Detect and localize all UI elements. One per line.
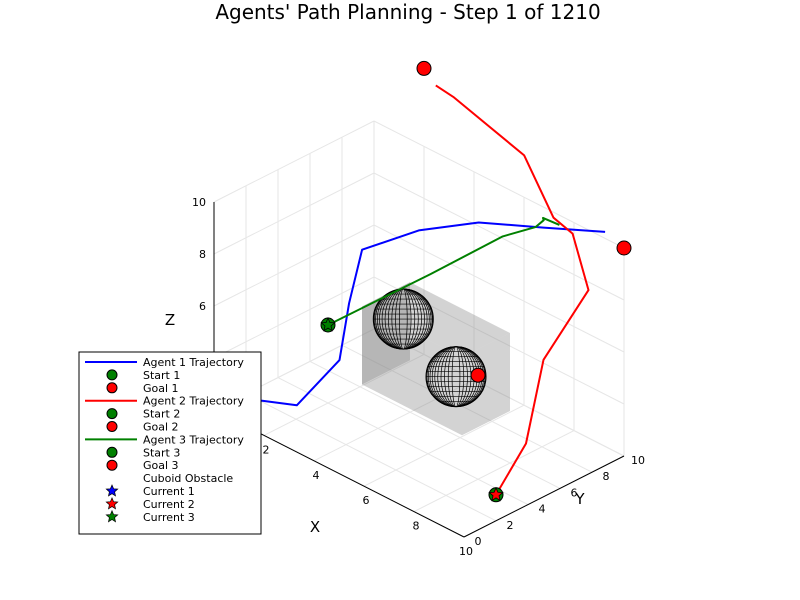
agent-2-trajectory <box>435 84 590 496</box>
legend-entry-label: Start 3 <box>143 446 180 459</box>
grid-line <box>373 276 625 405</box>
x-tick-label: 8 <box>413 520 420 533</box>
sphere-obstacle <box>372 288 434 350</box>
y-tick-label: 8 <box>603 470 610 483</box>
grid-line <box>373 328 625 457</box>
axes: 246810024681046810 <box>192 196 645 558</box>
z-tick-label: 10 <box>192 196 206 209</box>
grid-line <box>277 377 529 506</box>
legend-entry-label: Current 2 <box>143 498 195 511</box>
legend-circle-swatch <box>106 421 118 432</box>
agent-1-trajectory <box>213 221 606 407</box>
legend-circle-swatch <box>106 382 118 394</box>
legend-star-swatch <box>105 509 119 523</box>
legend-entry-label: Goal 1 <box>143 382 179 395</box>
legend-circle-swatch <box>106 459 118 471</box>
chart-title: Agents' Path Planning - Step 1 of 1210 <box>215 0 600 24</box>
z-tick-label: 6 <box>199 300 206 313</box>
goal-2-marker <box>416 60 432 76</box>
y-tick-label: 0 <box>475 535 482 548</box>
goal-1-marker <box>616 240 632 256</box>
agent-3-trajectory <box>327 216 560 326</box>
cuboid-face <box>462 333 510 436</box>
grid-line <box>213 120 375 203</box>
legend-star-swatch <box>105 484 119 497</box>
cuboid-face <box>362 282 510 358</box>
trajectories <box>213 84 606 496</box>
legend-entry-label: Agent 1 Trajectory <box>143 356 244 369</box>
current-2-marker <box>488 486 504 502</box>
sphere-outline <box>425 346 487 408</box>
sphere-outline <box>372 288 434 350</box>
legend-circle-swatch <box>106 408 118 420</box>
current-3-marker <box>320 316 336 332</box>
x-tick-label: 4 <box>313 469 320 482</box>
goal-3-marker <box>470 367 486 383</box>
grid-line <box>341 344 593 473</box>
y-axis-line <box>463 455 625 538</box>
y-tick-label: 4 <box>539 503 546 516</box>
legend-entry-label: Start 1 <box>143 369 180 382</box>
grid-line <box>213 224 375 307</box>
legend-entry-label: Current 3 <box>143 511 195 524</box>
legend-entry-label: Start 2 <box>143 408 180 421</box>
grid-line <box>213 172 375 255</box>
grid-line <box>373 172 625 301</box>
grid-line <box>263 353 425 436</box>
z-tick-label: 8 <box>199 248 206 261</box>
x-tick-label: 6 <box>363 494 370 507</box>
legend-entry-label: Agent 2 Trajectory <box>143 395 244 408</box>
legend-entry-label: Agent 3 Trajectory <box>143 433 244 446</box>
z-axis-label: Z <box>165 311 175 329</box>
legend-entry-label: Cuboid Obstacle <box>143 472 233 485</box>
legend-star-swatch <box>105 496 119 510</box>
legend-circle-swatch <box>106 369 118 381</box>
grid-line <box>373 120 625 249</box>
legend-entry-label: Current 1 <box>143 485 195 498</box>
x-axis-label: X <box>310 518 320 536</box>
grid-line <box>413 430 575 513</box>
x-tick-label: 10 <box>459 545 473 558</box>
y-axis-label: Y <box>574 490 585 508</box>
x-tick-label: 2 <box>263 443 270 456</box>
grid-line <box>245 393 497 522</box>
grid-line <box>213 276 375 359</box>
markers <box>206 60 632 503</box>
y-tick-label: 6 <box>571 486 578 499</box>
obstacles <box>362 282 510 436</box>
y-tick-label: 10 <box>631 454 645 467</box>
grid-line <box>363 404 525 487</box>
legend-entry-label: Goal 2 <box>143 421 179 434</box>
grid-line <box>373 224 625 353</box>
y-tick-label: 2 <box>507 519 514 532</box>
grid-line <box>309 360 561 489</box>
grid-line <box>313 379 475 462</box>
legend-circle-swatch <box>106 446 118 458</box>
legend-entry-label: Goal 3 <box>143 459 179 472</box>
cuboid-face <box>362 282 410 385</box>
